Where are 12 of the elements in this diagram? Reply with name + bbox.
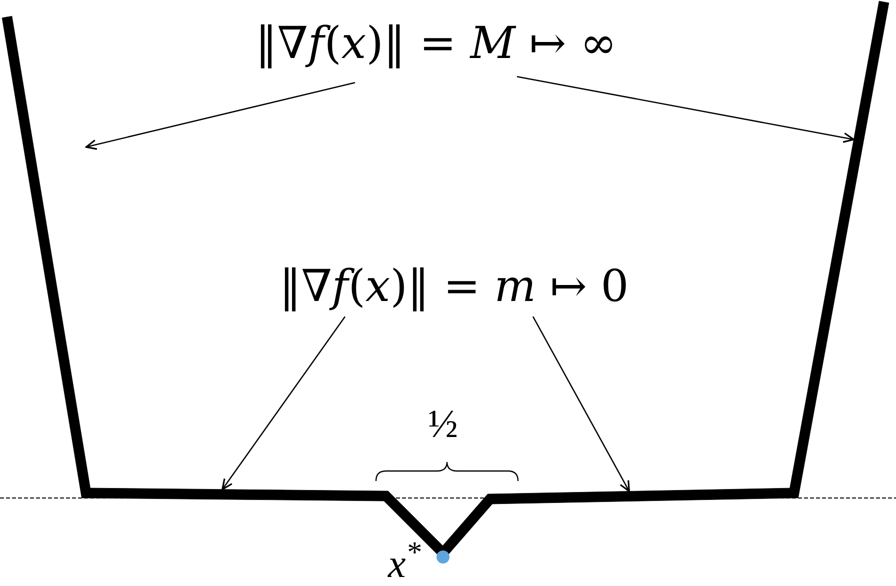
arrow — [85, 82, 356, 150]
left-wall-line — [2, 16, 90, 498]
right-wall-line — [790, 0, 890, 498]
formula-label: ‖∇f(x)‖ = M ↦ ∞ — [255, 19, 617, 70]
formula-label: ‖∇f(x)‖ = m ↦ 0 — [279, 262, 629, 313]
fraction-label: ½ — [428, 404, 458, 444]
right-floor-line — [487, 488, 798, 504]
point-label: x$^{*}$ — [388, 542, 421, 586]
left-floor-line — [82, 488, 388, 502]
arrow — [532, 316, 630, 492]
arrow — [222, 316, 346, 490]
arrow — [516, 76, 854, 143]
